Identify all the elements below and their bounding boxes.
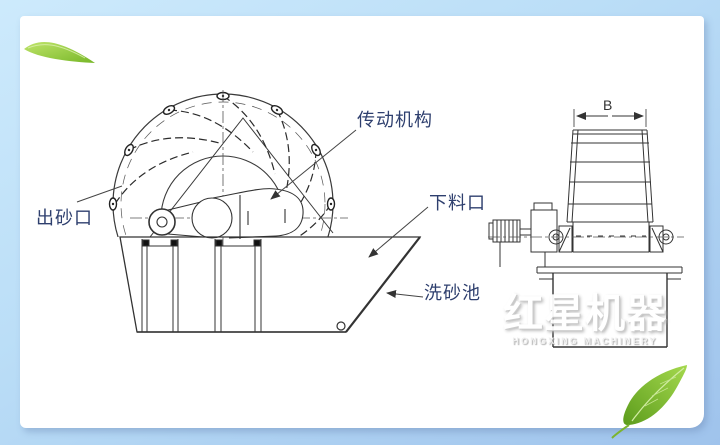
bearings: [548, 225, 674, 253]
drain-hole: [336, 321, 346, 331]
watermark-cn: 红星机器: [503, 292, 667, 336]
dimension-b-line: [573, 109, 647, 127]
washing-tank: [119, 236, 422, 333]
label-feed-opening: 下料口: [429, 193, 486, 213]
label-leader-lines: [76, 129, 429, 298]
watermark-en: HONGXING MACHINERY: [512, 336, 658, 346]
label-transmission: 传动机构: [357, 110, 433, 130]
side-wheel: [566, 129, 654, 253]
label-washing-tank: 洗砂池: [424, 283, 481, 303]
side-view: [488, 109, 684, 348]
leaf-icon-bottom-right: [611, 365, 687, 439]
side-motor: [488, 202, 558, 267]
wheel-front-view: [108, 90, 348, 246]
watermark: 红星机器 HONGXING MACHINERY: [496, 294, 674, 346]
label-dimension-b: B: [603, 97, 613, 113]
support-legs: [141, 239, 262, 332]
leaf-icon-top-left: [24, 41, 95, 63]
base-frame: [536, 266, 683, 348]
drive-motor: [148, 188, 304, 239]
label-sand-outlet: 出砂口: [36, 208, 93, 228]
